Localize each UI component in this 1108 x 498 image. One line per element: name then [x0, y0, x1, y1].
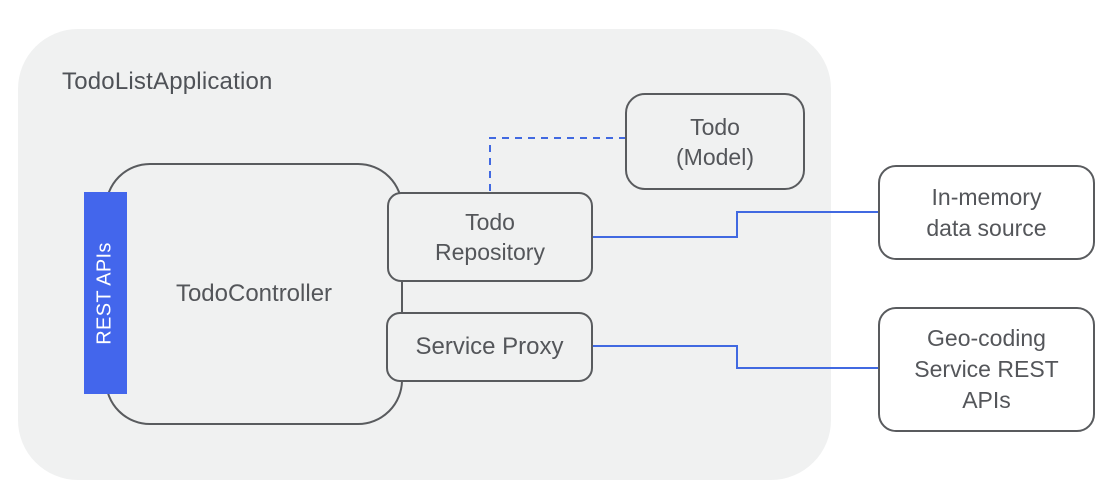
node-todo-model-label-line2: (Model) — [676, 143, 754, 170]
rest-apis-badge: REST APIs — [84, 192, 127, 394]
node-todo-repository-label-line2: Repository — [435, 239, 545, 265]
node-todo-controller-label: TodoController — [175, 280, 333, 307]
rest-apis-badge-label: REST APIs — [94, 241, 116, 345]
node-todo-repository: Todo Repository — [387, 192, 593, 282]
node-service-proxy: Service Proxy — [386, 312, 593, 382]
node-geocoding-service: Geo-coding Service REST APIs — [878, 307, 1095, 432]
node-todo-model-label-line1: Todo — [690, 113, 740, 140]
node-service-proxy-label: Service Proxy — [415, 333, 564, 360]
node-todo-controller: TodoController — [105, 163, 403, 425]
node-in-memory-label-line1: In-memory — [931, 183, 1042, 210]
node-in-memory-data-source: In-memory data source — [878, 165, 1095, 260]
application-container-label: TodoListApplication — [62, 68, 273, 95]
node-geocoding-label-line3: APIs — [962, 387, 1011, 413]
node-todo-repository-label-line1: Todo — [465, 209, 515, 235]
node-geocoding-label-line2: Service REST — [914, 356, 1059, 382]
node-geocoding-label-line1: Geo-coding — [927, 325, 1046, 351]
node-todo-model: Todo (Model) — [625, 93, 805, 190]
node-in-memory-label-line2: data source — [926, 214, 1047, 241]
